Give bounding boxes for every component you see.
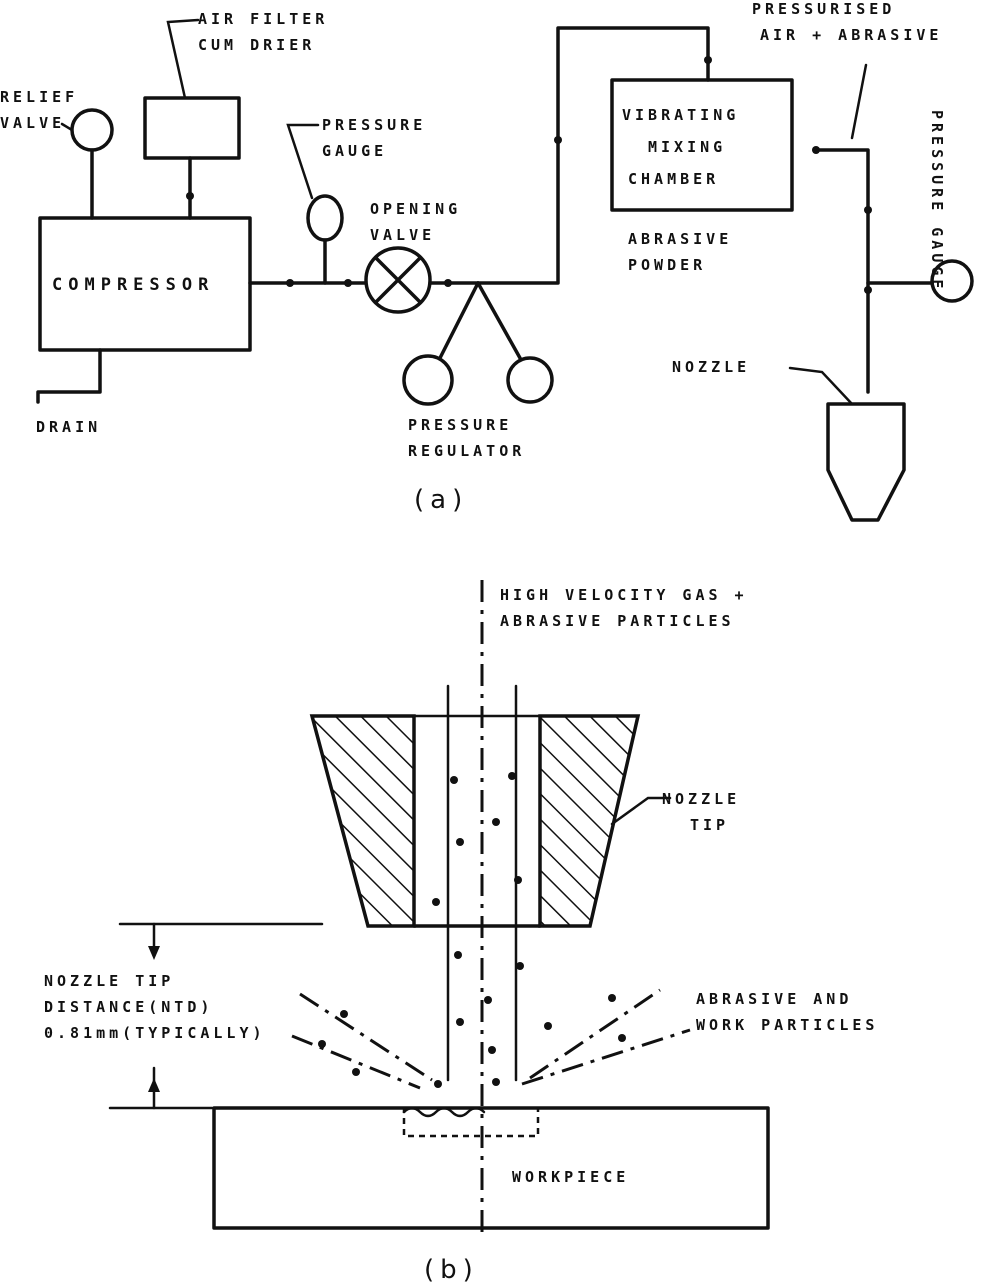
nozzle-tip-body: [309, 714, 641, 928]
workpiece-label: WORKPIECE: [512, 1168, 629, 1186]
gas-label-2: ABRASIVE PARTICLES: [500, 612, 735, 630]
nozzle-tip-label-2: TIP: [690, 816, 729, 834]
mixing-chamber-label-3: CHAMBER: [628, 170, 719, 188]
pressure-gauge-2: [866, 259, 974, 303]
vibrating-mixing-chamber: [610, 78, 794, 212]
part-a-caption: (a): [414, 485, 468, 515]
drain-line: [36, 348, 102, 404]
pressure-regulator-label-2: REGULATOR: [408, 442, 525, 460]
scattered-particles: [291, 988, 691, 1090]
pressure-regulator-label-1: PRESSURE: [408, 416, 512, 434]
air-filter-label-1: AIR FILTER: [198, 10, 328, 28]
line-to-nozzle: [812, 63, 872, 394]
abrasive-work-label-1: ABRASIVE AND: [696, 990, 852, 1008]
part-b-caption: (b): [424, 1255, 479, 1282]
abrasive-work-label-2: WORK PARTICLES: [696, 1016, 878, 1034]
opening-valve: [364, 246, 432, 314]
ntd-label-1: NOZZLE TIP: [44, 972, 174, 990]
relief-valve-label-1: RELIEF: [0, 88, 78, 106]
air-filter-label-2: CUM DRIER: [198, 36, 315, 54]
mixing-chamber-label-2: MIXING: [648, 138, 726, 156]
line-to-mixing-chamber: [428, 26, 712, 287]
opening-valve-label-2: VALVE: [370, 226, 435, 244]
abrasive-powder-label-2: POWDER: [628, 256, 706, 274]
pressurised-label-2: AIR + ABRASIVE: [760, 26, 942, 44]
pressurised-label-1: PRESSURISED: [752, 0, 895, 18]
nozzle-tip-leader: [610, 796, 672, 826]
compressor-label: COMPRESSOR: [52, 275, 214, 295]
ntd-label-3: 0.81mm(TYPICALLY): [44, 1024, 266, 1042]
air-filter: [143, 18, 241, 220]
relief-valve: [60, 108, 114, 220]
mixing-chamber-label-1: VIBRATING: [622, 106, 739, 124]
ntd-label-2: DISTANCE(NTD): [44, 998, 213, 1016]
jet-flow: [432, 684, 524, 1082]
relief-valve-label-2: VALVE: [0, 114, 65, 132]
pressure-regulator: [402, 281, 554, 406]
nozzle-tip-label-1: NOZZLE: [662, 790, 740, 808]
pressure-gauge-1-label-2: GAUGE: [322, 142, 387, 160]
nozzle-label: NOZZLE: [672, 358, 750, 376]
pressure-gauge-1: [286, 123, 344, 285]
opening-valve-label-1: OPENING: [370, 200, 461, 218]
part-a-schematic: RELIEF VALVE AIR FILTER CUM DRIER COMPRE…: [0, 0, 974, 522]
pressure-gauge-2-label: PRESSURE GAUGE: [928, 110, 946, 292]
part-b-schematic: HIGH VELOCITY GAS + ABRASIVE PARTICLES N…: [44, 580, 878, 1282]
abrasive-powder-label-1: ABRASIVE: [628, 230, 732, 248]
gas-label-1: HIGH VELOCITY GAS +: [500, 586, 748, 604]
nozzle: [788, 366, 906, 522]
ntd-dimension: [108, 922, 324, 1110]
workpiece: [212, 1106, 770, 1230]
pressure-gauge-1-label-1: PRESSURE: [322, 116, 426, 134]
main-supply-line: [248, 279, 367, 287]
drain-label: DRAIN: [36, 418, 101, 436]
